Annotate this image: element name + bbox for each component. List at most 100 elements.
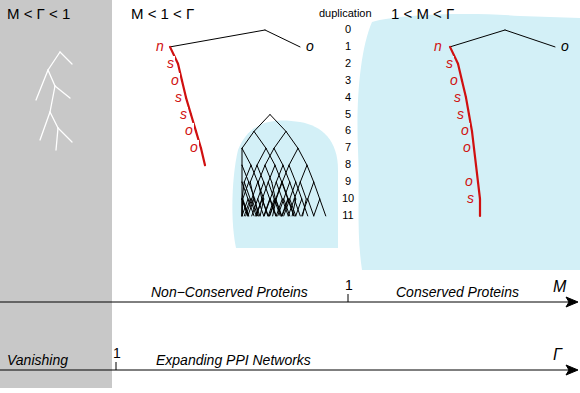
axis-symbol: M	[552, 279, 567, 295]
tree-branch	[288, 199, 294, 216]
event-letter: o	[184, 123, 194, 137]
duplication-number: 4	[344, 92, 352, 103]
lineage-path	[478, 182, 480, 199]
tree-branch	[256, 199, 262, 216]
tree-branch	[320, 199, 326, 216]
duplication-number: 2	[344, 58, 352, 69]
tree-branch	[50, 86, 55, 112]
duplication-number: 9	[344, 176, 352, 187]
tree-branch	[270, 199, 276, 216]
event-letter: o	[449, 73, 459, 87]
tree-branch	[274, 131, 286, 148]
tree-branch	[450, 30, 505, 47]
tree-branch	[265, 30, 300, 47]
event-letter: n	[433, 39, 443, 53]
tree-branch	[56, 128, 58, 150]
axis-label: Conserved Proteins	[395, 285, 520, 299]
axis-tick-label: 1	[344, 278, 354, 292]
tree-branch	[48, 70, 55, 86]
tree-branch	[251, 165, 258, 182]
tree-branch	[266, 148, 275, 165]
tree-branch	[242, 148, 243, 165]
tree-branch	[275, 165, 282, 182]
tree-branch	[298, 148, 307, 165]
panel-title: M < 1 < Γ	[130, 6, 195, 21]
tree-branch	[58, 128, 72, 142]
tree-branch	[505, 30, 555, 47]
event-letter: o	[189, 140, 199, 154]
axis-label: Expanding PPI Networks	[155, 353, 312, 367]
trees	[36, 30, 555, 216]
tree-branch	[276, 182, 282, 199]
duplication-number: 5	[344, 109, 352, 120]
event-letter: s	[456, 107, 465, 121]
tree-branch	[262, 182, 268, 199]
lineage-path	[472, 131, 474, 148]
tree-branch	[276, 182, 282, 199]
tree-branch	[289, 148, 298, 165]
event-letter: o	[305, 39, 315, 53]
axis-label: Vanishing	[6, 353, 69, 367]
event-letter: o	[462, 140, 472, 154]
vanishing-panel	[0, 0, 112, 388]
tree-branch	[276, 165, 283, 182]
tree-branch	[60, 52, 72, 64]
tree-branch	[282, 182, 288, 199]
event-letter: s	[445, 56, 454, 70]
lineage-path	[466, 98, 469, 115]
tree-branch	[170, 30, 265, 47]
axis-label: Non−Conserved Proteins	[150, 285, 309, 299]
event-letter: s	[166, 56, 175, 70]
tree-branch	[294, 182, 300, 199]
tree-branch	[264, 199, 270, 216]
conserved-tree-region	[358, 14, 580, 270]
axis-arrows	[0, 294, 578, 375]
duplication-number: 6	[344, 125, 352, 136]
tree-branch	[276, 199, 282, 216]
tree-branch	[256, 199, 262, 216]
tree-branch	[36, 70, 48, 100]
tree-branch	[268, 165, 275, 182]
lineage-path	[474, 148, 476, 165]
tree-branch	[276, 182, 282, 199]
axis-symbol: Γ	[552, 347, 563, 363]
tree-branch	[284, 182, 290, 199]
tree-branch	[286, 131, 298, 148]
event-letter: s	[466, 191, 475, 205]
tree-branch	[282, 165, 289, 182]
tree-branch	[257, 148, 266, 165]
tree-branch	[314, 182, 320, 199]
tree-branch	[48, 52, 60, 70]
tree-branch	[265, 165, 272, 182]
lineage-path	[479, 199, 481, 216]
event-letter: s	[453, 90, 462, 104]
event-letter: s	[174, 90, 183, 104]
tree-branch	[282, 199, 288, 216]
tree-branch	[258, 165, 265, 182]
tree-branch	[270, 115, 286, 132]
duplication-number: 1	[344, 41, 352, 52]
event-letter: o	[560, 39, 570, 53]
duplication-number: 8	[344, 159, 352, 170]
tree-branch	[265, 148, 274, 165]
tree-branch	[300, 165, 307, 182]
tree-branch	[244, 165, 251, 182]
duplication-number: 3	[344, 75, 352, 86]
tree-branch	[273, 199, 277, 216]
duplication-number: 0	[344, 24, 352, 35]
tree-branch	[314, 199, 320, 216]
tree-branch	[308, 182, 314, 199]
tree-branch	[302, 199, 308, 216]
lineage-path	[201, 148, 205, 165]
tree-branch	[50, 112, 58, 128]
axis-title: duplication	[318, 8, 373, 19]
tree-branch	[244, 199, 250, 216]
tree-branch	[242, 165, 243, 182]
tree-branch	[40, 112, 50, 140]
tree-branch	[270, 182, 276, 199]
tree-branch	[300, 182, 306, 199]
tree-branch	[270, 199, 276, 216]
tree-branch	[250, 182, 254, 199]
tree-branch	[242, 199, 243, 216]
